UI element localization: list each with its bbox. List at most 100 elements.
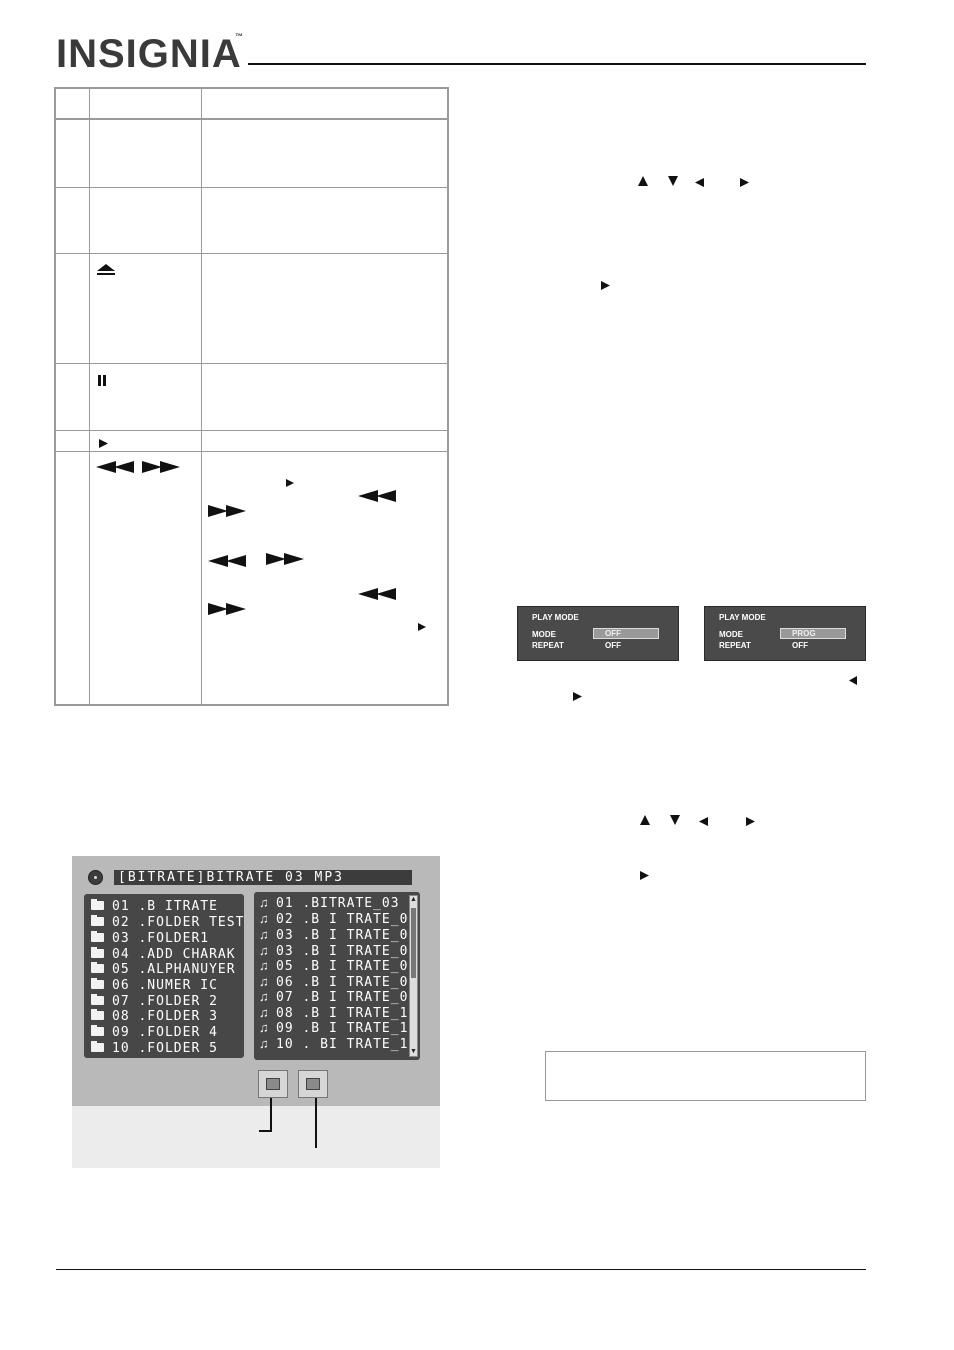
music-note-icon: ♫ [259,927,269,942]
header-rule [248,63,866,65]
right-arrow-icon [746,815,756,831]
pause-icon [98,374,108,386]
browser-title-bar: [BITRATE]BITRATE 03 MP3 [114,870,412,885]
up-arrow-icon [638,175,648,191]
folder-item[interactable]: 05 .ALPHANUYER [112,962,236,977]
folder-icon [91,899,104,910]
file-item[interactable]: 01 .BITRATE_03 [276,896,400,911]
folder-item[interactable]: 07 .FOLDER 2 [112,994,218,1009]
rewind-icon [208,554,248,572]
file-list-panel [254,892,420,1060]
folder-icon [91,994,104,1005]
folder-item[interactable]: 10 .FOLDER 5 [112,1041,218,1056]
folder-list-panel [84,894,244,1058]
table-column-divider [89,89,90,704]
scroll-up-icon[interactable]: ▲ [410,896,417,903]
up-arrow-icon [640,814,650,830]
music-note-icon: ♫ [259,989,269,1004]
file-view-icon [306,1078,320,1090]
fast-forward-icon [142,460,182,473]
folder-view-button[interactable] [258,1070,288,1098]
table-row-divider [56,253,447,254]
file-item[interactable]: 03 .B I TRATE_04 [276,928,418,943]
music-note-icon: ♫ [259,1020,269,1035]
folder-icon [91,915,104,926]
brand-logo: INSIGNIA ™ [56,28,246,84]
folder-item[interactable]: 03 .FOLDER1 [112,931,210,946]
play-mode-prog-screen: PLAY MODE MODE REPEAT PROG OFF [704,606,866,661]
mode-value: OFF [593,628,659,639]
callout-line [270,1098,272,1132]
file-item[interactable]: 09 .B I TRATE_12 [276,1021,418,1036]
folder-icon [91,947,104,958]
file-item[interactable]: 10 . BI TRATE_16 [276,1037,418,1052]
mode-label: MODE [719,630,743,639]
rewind-icon [358,587,398,605]
folder-view-icon [266,1078,280,1090]
music-note-icon: ♫ [259,895,269,910]
file-view-button[interactable] [298,1070,328,1098]
scrollbar-thumb[interactable] [411,908,416,978]
file-list-scrollbar[interactable]: ▲ ▼ [409,895,418,1057]
table-row-divider [56,187,447,188]
rewind-icon [96,460,136,473]
music-note-icon: ♫ [259,943,269,958]
fast-forward-icon [266,552,306,570]
play-mode-off-screen: PLAY MODE MODE REPEAT OFF OFF [517,606,679,661]
fast-forward-icon [208,602,248,620]
nav-arrows-group [638,175,758,189]
play-icon [601,279,611,295]
scroll-down-icon[interactable]: ▼ [410,1048,417,1055]
folder-icon [91,1009,104,1020]
mode-value: PROG [780,628,846,639]
play-mode-title: PLAY MODE [719,613,766,622]
repeat-value: OFF [605,641,621,650]
repeat-label: REPEAT [532,641,564,650]
left-arrow-icon [695,176,705,192]
file-item[interactable]: 05 .B I TRATE_06 [276,959,418,974]
repeat-label: REPEAT [719,641,751,650]
table-row-divider [56,451,447,452]
folder-item[interactable]: 06 .NUMER IC [112,978,218,993]
folder-item[interactable]: 04 .ADD CHARAK [112,947,236,962]
left-arrow-icon [699,815,709,831]
fast-forward-icon [208,504,248,522]
file-item[interactable]: 02 .B I TRATE_04 [276,912,418,927]
table-row-divider [56,430,447,431]
music-note-icon: ♫ [259,911,269,926]
controls-table [54,87,449,706]
callout-line [259,1130,272,1132]
right-arrow-icon [573,690,583,706]
folder-icon [91,1025,104,1036]
music-note-icon: ♫ [259,958,269,973]
right-arrow-icon [740,176,750,192]
note-box [545,1051,866,1101]
folder-item[interactable]: 01 .B ITRATE [112,899,218,914]
nav-arrows-group [640,814,760,828]
mode-label: MODE [532,630,556,639]
folder-item[interactable]: 09 .FOLDER 4 [112,1025,218,1040]
folder-icon [91,978,104,989]
rewind-icon [358,489,398,507]
trademark-symbol: ™ [235,32,243,41]
file-item[interactable]: 03 .B I TRATE_05 [276,944,418,959]
file-item[interactable]: 06 .B I TRATE_08 [276,975,418,990]
mp3-file-browser-screenshot: [BITRATE]BITRATE 03 MP3 01 .B ITRATE 02 … [72,856,440,1168]
music-note-icon: ♫ [259,1036,269,1051]
folder-item[interactable]: 02 .FOLDER TEST [112,915,245,930]
play-icon [286,475,295,493]
table-header-divider [56,118,447,120]
file-item[interactable]: 07 .B I TRATE_09 [276,990,418,1005]
down-arrow-icon [668,175,678,191]
file-item[interactable]: 08 .B I TRATE_11 [276,1006,418,1021]
folder-item[interactable]: 08 .FOLDER 3 [112,1009,218,1024]
play-icon [640,869,650,885]
disc-icon [88,870,103,885]
table-column-divider [201,89,202,704]
callout-line [315,1098,317,1148]
down-arrow-icon [670,814,680,830]
eject-icon [96,263,116,275]
footer-rule [56,1269,866,1270]
left-arrow-icon [849,674,858,690]
repeat-value: OFF [792,641,808,650]
